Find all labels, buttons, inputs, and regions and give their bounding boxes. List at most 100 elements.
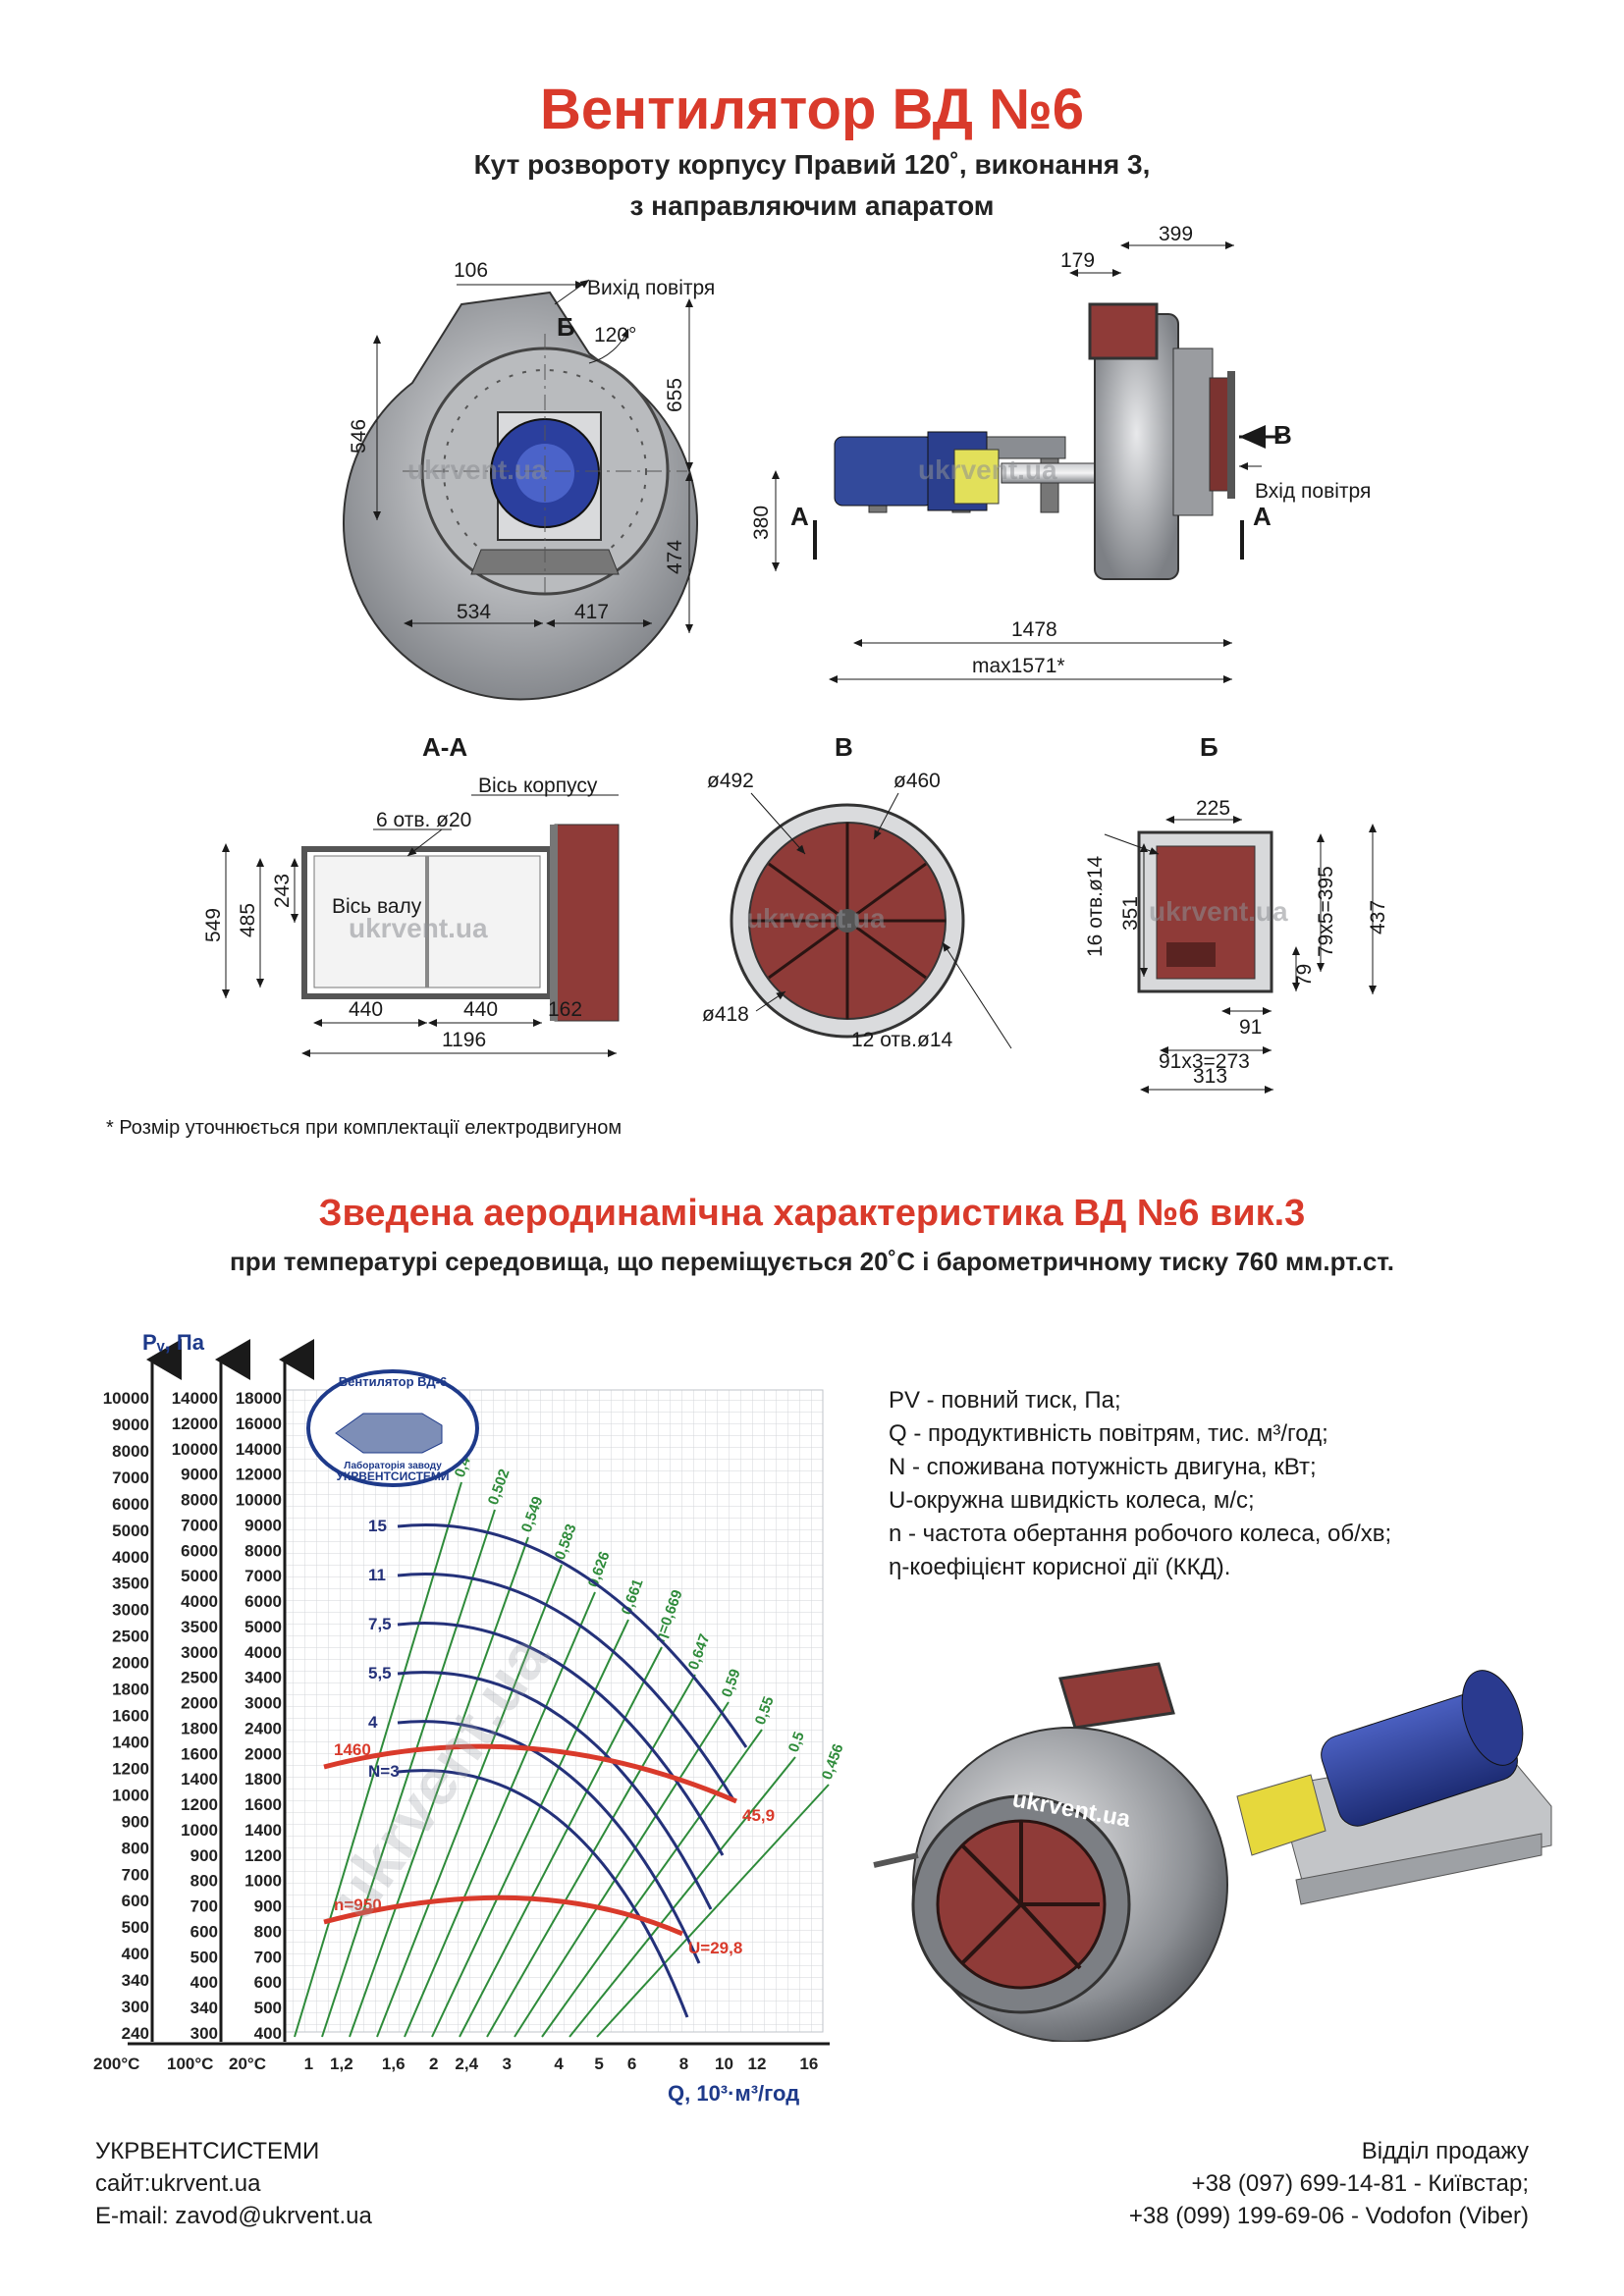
y-tick-20c: 600 (254, 1973, 282, 1992)
section-v-marker: В (1273, 420, 1292, 450)
y-tick-20c: 12000 (236, 1466, 282, 1484)
legend-list: PV - повний тиск, Па;Q - продуктивність … (889, 1384, 1576, 1584)
holes-aa-label: 6 отв. ø20 (376, 809, 471, 831)
legend-item: PV - повний тиск, Па; (889, 1387, 1121, 1414)
power-label: 7,5 (368, 1615, 392, 1633)
section-v: В ø492 ø460 ø418 12 отв.ø14 ukrvent.ua (702, 732, 1012, 1051)
outlet-label: Вихід повітря (587, 277, 715, 299)
y-tick-100c: 1400 (181, 1770, 218, 1789)
page-subtitle-2: з направляючим апаратом (629, 190, 995, 221)
footnote: * Розмір уточнюється при комплектації ел… (106, 1117, 622, 1139)
y-tick-20c: 8000 (244, 1541, 282, 1560)
y-tick-200c: 6000 (112, 1495, 149, 1514)
y-tick-200c: 400 (122, 1945, 149, 1963)
y-tick-20c: 5000 (244, 1618, 282, 1636)
y-tick-200c: 600 (122, 1892, 149, 1910)
x-temp-label: 200°C (93, 2055, 139, 2073)
x-tick: 3 (503, 2055, 512, 2073)
x-tick: 8 (679, 2055, 688, 2073)
dim-d492: ø492 (707, 770, 754, 792)
power-label: N=3 (368, 1762, 400, 1781)
y-tick-100c: 7000 (181, 1516, 218, 1534)
y-tick-100c: 900 (190, 1846, 218, 1865)
dim-1196: 1196 (442, 1029, 486, 1051)
footer-phone-2: +38 (099) 199-69-06 - Vodofon (Viber) (1128, 2203, 1529, 2229)
power-label: 4 (368, 1713, 378, 1732)
power-curve (397, 1622, 725, 1856)
watermark-3: ukrvent.ua (349, 913, 488, 943)
x-temp-label: 100°C (167, 2055, 213, 2073)
y-tick-100c: 340 (190, 1999, 218, 2017)
watermark-4: ukrvent.ua (746, 903, 886, 934)
y-tick-100c: 14000 (172, 1389, 218, 1408)
y-tick-200c: 800 (122, 1839, 149, 1857)
dim-546: 546 (348, 419, 370, 454)
dim-179: 179 (1060, 249, 1095, 272)
y-tick-200c: 340 (122, 1971, 149, 1990)
y-tick-200c: 1800 (112, 1681, 149, 1699)
y-tick-100c: 6000 (181, 1541, 218, 1560)
y-tick-20c: 10000 (236, 1491, 282, 1510)
efficiency-line (568, 1756, 796, 2038)
y-tick-100c: 400 (190, 1973, 218, 1992)
speed-label: n=950 (334, 1896, 382, 1914)
watermark-5: ukrvent.ua (1149, 896, 1288, 927)
dim-91x3: 91x3=273 (1159, 1050, 1250, 1073)
x-tick: 4 (554, 2055, 564, 2073)
holes-b-label: 16 отв.ø14 (1084, 855, 1107, 957)
legend-item: η-коефіцієнт корисної дії (ККД). (889, 1554, 1231, 1580)
legend-item: U-окружна швидкість колеса, м/с; (889, 1487, 1255, 1514)
power-label: 5,5 (368, 1664, 392, 1682)
power-curve (397, 1523, 748, 1748)
dim-655: 655 (664, 378, 686, 412)
axis-body-label: Вісь корпусу (478, 774, 598, 797)
y-tick-100c: 10000 (172, 1440, 218, 1459)
dim-d460: ø460 (893, 770, 941, 792)
dim-225: 225 (1196, 797, 1230, 820)
section-v-title: В (835, 732, 853, 762)
y-tick-20c: 500 (254, 1999, 282, 2017)
y-tick-200c: 3500 (112, 1575, 149, 1593)
section-b: Б 225 16 отв.ø14 351 79x5=395 437 79 91 … (1084, 732, 1389, 1094)
section-aa: А-А Вісь корпусу 6 отв. ø20 Вісь валу 54… (202, 732, 620, 1057)
y-tick-100c: 12000 (172, 1415, 218, 1433)
x-tick: 16 (799, 2055, 818, 2073)
footer-phone-1: +38 (097) 699-14-81 - Київстар; (1191, 2170, 1529, 2197)
y-tick-20c: 16000 (236, 1415, 282, 1433)
y-tick-200c: 4000 (112, 1548, 149, 1567)
y-tick-20c: 400 (254, 2024, 282, 2043)
dim-399: 399 (1159, 226, 1193, 245)
footer-right: Відділ продажу +38 (097) 699-14-81 - Киї… (1129, 2135, 1529, 2232)
y-tick-20c: 700 (254, 1948, 282, 1966)
legend-item: n - частота обертання робочого колеса, о… (889, 1521, 1392, 1547)
y-tick-20c: 9000 (244, 1516, 282, 1534)
axis-shaft-label: Вісь валу (332, 895, 422, 918)
y-tick-20c: 1800 (244, 1770, 282, 1789)
y-tick-20c: 1000 (244, 1872, 282, 1891)
dim-243: 243 (271, 874, 294, 908)
x-tick: 5 (594, 2055, 603, 2073)
angle-label: 120° (594, 324, 636, 347)
footer-company: УКРВЕНТСИСТЕМИ (95, 2138, 320, 2164)
speed-curve (323, 1743, 737, 1804)
y-tick-20c: 800 (254, 1922, 282, 1941)
y-tick-200c: 500 (122, 1918, 149, 1937)
inlet-label: Вхід повітря (1255, 480, 1371, 503)
y-tick-20c: 2000 (244, 1744, 282, 1763)
page-title: Вентилятор ВД №6 (539, 78, 1084, 141)
y-tick-20c: 1200 (244, 1846, 282, 1865)
y-tick-20c: 7000 (244, 1567, 282, 1585)
dim-313: 313 (1193, 1065, 1227, 1088)
page-subtitle-1: Кут розвороту корпусу Правий 120˚, викон… (473, 149, 1151, 180)
y-tick-20c: 1400 (244, 1821, 282, 1840)
dim-440a: 440 (349, 998, 383, 1021)
holes-v-label: 12 отв.ø14 (851, 1029, 953, 1051)
y-tick-200c: 9000 (112, 1415, 149, 1434)
y-tick-20c: 4000 (244, 1643, 282, 1662)
power-label: 15 (368, 1517, 387, 1535)
y-tick-100c: 3000 (181, 1643, 218, 1662)
power-curve (397, 1720, 701, 1964)
y-tick-100c: 800 (190, 1872, 218, 1891)
u-label: 45,9 (742, 1806, 775, 1825)
